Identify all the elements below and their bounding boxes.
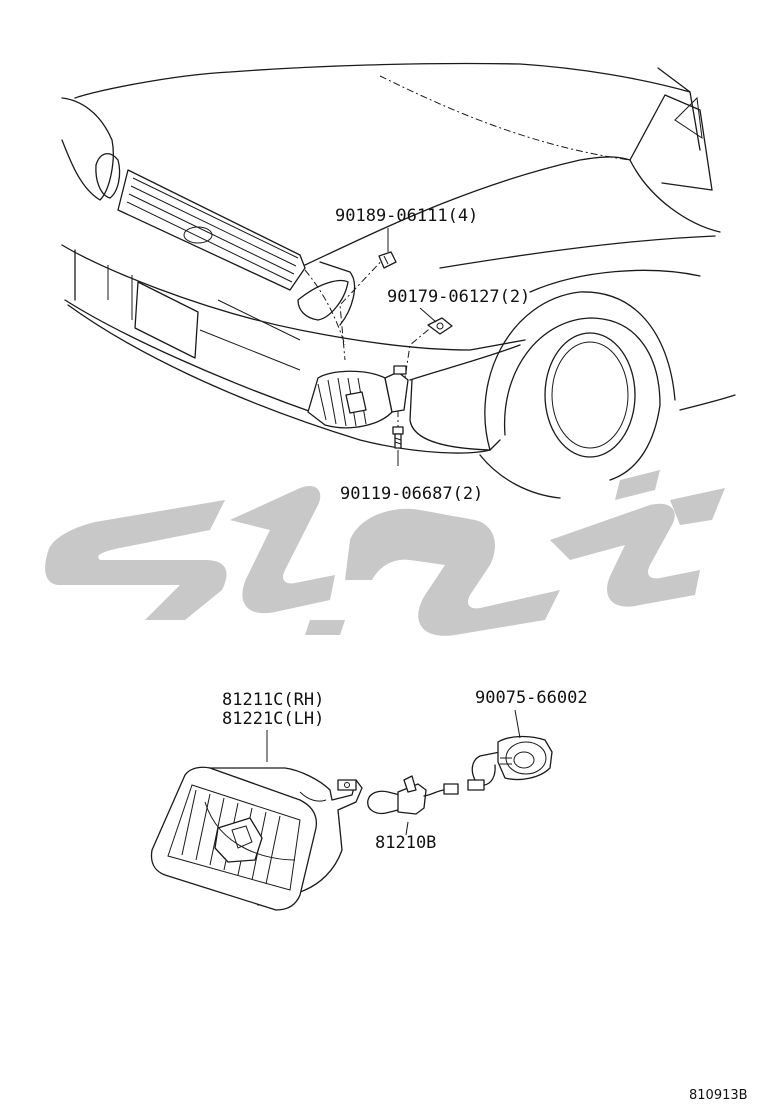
callout-bulb: 81210B	[375, 833, 436, 853]
leader-bulb	[405, 821, 409, 836]
socket-wire-icon	[467, 735, 553, 791]
bulb-icon	[367, 775, 459, 815]
callout-socket: 90075-66002	[475, 688, 588, 708]
nut-icon	[427, 317, 453, 335]
clip-icon	[378, 251, 397, 269]
callout-nut: 90179-06127(2)	[387, 287, 530, 307]
callout-lamp-lh: 81221C(LH)	[222, 709, 324, 729]
bolt-icon	[392, 426, 404, 449]
leader-socket	[514, 709, 521, 739]
leader-nut	[419, 307, 437, 323]
callout-bolt: 90119-06687(2)	[340, 484, 483, 504]
fog-lamp-assembly-icon	[150, 766, 363, 911]
watermark-logo	[45, 470, 725, 636]
callout-clip: 90189-06111(4)	[335, 206, 478, 226]
drawing-code: 810913B	[689, 1088, 748, 1103]
installed-fog-lamp-icon	[307, 365, 409, 429]
callout-lamp-rh: 81211C(RH)	[222, 690, 324, 710]
